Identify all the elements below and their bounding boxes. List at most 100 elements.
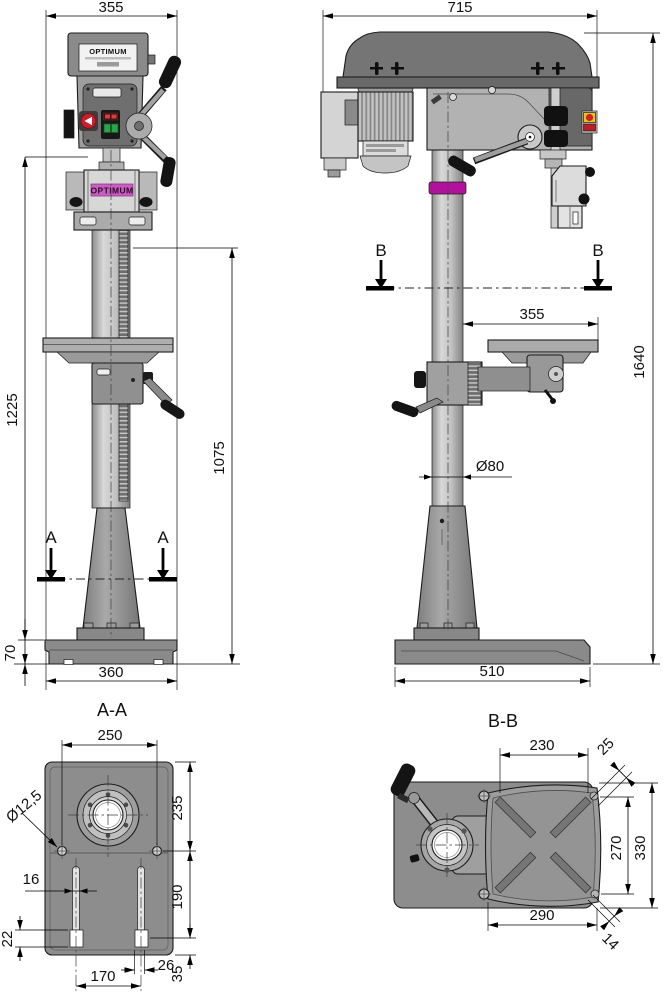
dim-arrow <box>79 888 88 894</box>
nameplate-logo <box>97 62 119 67</box>
quill-ring <box>98 161 125 171</box>
work-table <box>42 337 174 353</box>
lever-knob <box>550 398 556 404</box>
chuck-guard-side <box>551 165 587 207</box>
flange-bolt <box>129 622 140 629</box>
section-bar <box>37 577 65 582</box>
chuck-slot <box>572 211 579 225</box>
flange-bolt <box>419 622 429 629</box>
quill-side-2 <box>544 158 563 169</box>
section-arrow-head <box>45 570 57 580</box>
table-lock-lever <box>543 389 554 400</box>
column-side <box>431 149 464 507</box>
dim-slot-width: 16 <box>23 871 40 888</box>
handle-arm <box>474 138 528 163</box>
dim-table-width-bottom: 290 <box>529 907 554 924</box>
rail-clamp <box>544 130 568 147</box>
dim-spindle-height: 1075 <box>211 441 228 474</box>
clamp-slot <box>96 368 111 376</box>
section-arrow-head <box>592 279 604 289</box>
motor-nameplate <box>362 140 409 157</box>
rail-clamp <box>544 106 568 126</box>
motor-bottom <box>359 155 412 174</box>
feed-handle-grip-side <box>448 155 476 177</box>
nameplate-line <box>85 57 131 60</box>
dim-arrow <box>64 888 73 894</box>
section-arrow-stem <box>379 260 383 279</box>
switch-red-panel <box>583 123 596 132</box>
dim-base-height: 70 <box>2 645 19 662</box>
dim-hole-spacing-y: 270 <box>608 835 625 860</box>
pedestal-hole <box>439 518 445 524</box>
cover-knob <box>147 54 156 65</box>
handle-arm <box>139 88 165 117</box>
green-button <box>111 123 119 133</box>
dim-overall-depth: 715 <box>447 0 472 16</box>
machine-base-side <box>394 639 591 665</box>
pedestal-flange-side <box>413 627 480 641</box>
crank-handle-grip-side <box>391 400 419 418</box>
flange-bolt <box>83 622 94 629</box>
boss-bolt-hole <box>123 802 129 808</box>
dim-line-25b <box>626 777 636 787</box>
table-arm <box>477 366 531 392</box>
bracket-slot <box>79 216 97 226</box>
table-underside <box>56 351 160 364</box>
boss-bolt-hole <box>87 802 93 808</box>
switch-red-button <box>585 113 594 122</box>
leader-dia12 <box>21 812 58 848</box>
crank-handle-grip <box>160 399 185 419</box>
dim-line-25c <box>619 770 627 778</box>
base-edge-line <box>555 650 585 662</box>
handle-hub-center <box>134 121 144 131</box>
crank-arm-side <box>415 397 444 414</box>
base-notch <box>63 659 74 665</box>
dim-slot-spacing: 170 <box>90 968 115 985</box>
flange-bolt <box>465 622 475 629</box>
clamp-bolt <box>461 828 467 834</box>
pedestal <box>82 507 141 629</box>
section-bb-view: 230 25 270 330 290 14 <box>390 735 658 954</box>
dim-slot-open-width: 26 <box>158 957 175 974</box>
dim-overall-height: 1640 <box>631 345 648 378</box>
section-bar <box>584 286 612 291</box>
pedestal-side <box>416 505 478 629</box>
side-view: 715 1640 355 Ø80 510 B B B-B <box>320 0 660 731</box>
section-title-aa: A-A <box>97 700 127 720</box>
front-view: OPTIMUM OPTIMUM 355 1225 1075 70 <box>2 0 240 720</box>
dim-column-diameter: Ø80 <box>476 458 504 475</box>
dim-slot-length: 190 <box>169 884 186 909</box>
slot-open-end <box>134 929 149 948</box>
clamp-lever-grip <box>390 763 416 797</box>
clamp-bolt <box>444 867 450 873</box>
dim-corner-slot-width: 25 <box>594 735 618 759</box>
dia-arrow <box>424 474 432 480</box>
feed-handle-grip <box>158 55 182 89</box>
motor-junction-box <box>344 99 359 126</box>
dim-hole-diameter: Ø12,5 <box>3 787 45 826</box>
work-table-side <box>487 339 599 353</box>
guard-brand-label: OPTIMUM <box>91 186 134 196</box>
casting-hole <box>488 86 496 94</box>
column-bracket <box>73 211 153 231</box>
section-arrow-stem <box>49 548 53 570</box>
casting-mark <box>430 94 442 105</box>
pedestal-flange <box>76 627 145 641</box>
section-marker-b: B <box>592 241 603 260</box>
flange-bolt <box>106 622 117 629</box>
dim-hole-spacing-x: 250 <box>97 727 122 744</box>
mount-foot <box>323 157 347 171</box>
dim-table-width-top: 230 <box>529 737 554 754</box>
dim-hole-offset-y: 235 <box>169 795 186 820</box>
bracket-slot <box>128 216 146 226</box>
dim-line-14b <box>600 920 610 931</box>
belt-cover-rim <box>336 76 600 89</box>
section-bar <box>149 577 177 582</box>
t-slot <box>549 851 592 894</box>
t-slot <box>494 796 537 839</box>
guard-knob-side <box>585 167 595 177</box>
clamp-nub <box>409 854 420 863</box>
pulley-center <box>528 135 532 139</box>
